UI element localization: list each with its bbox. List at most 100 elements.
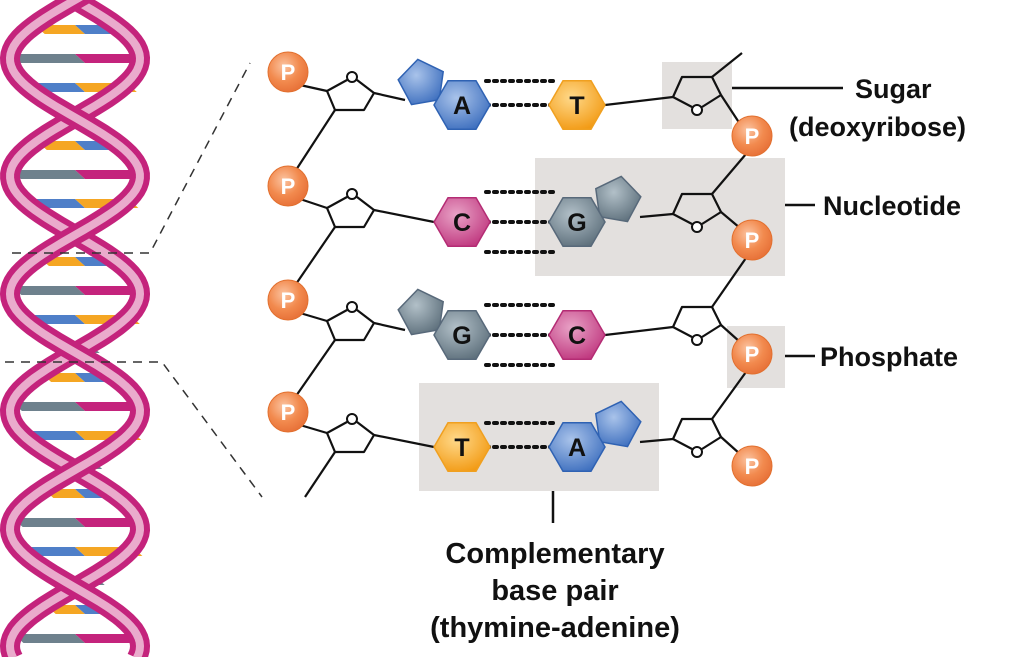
phosphate-circle — [267, 279, 309, 321]
phosphate-group: P — [267, 165, 309, 207]
phosphate-circle — [267, 165, 309, 207]
base-hexagon-ring — [433, 80, 491, 130]
base-letter: A — [453, 92, 471, 120]
glycosidic-bond — [373, 91, 406, 102]
sugar-deoxyribose-left — [299, 413, 376, 498]
phosphodiester-bond — [711, 153, 747, 195]
ring-oxygen — [346, 301, 358, 313]
base-cytosine: C — [548, 310, 606, 360]
phosphate-group: P — [731, 445, 773, 487]
purine-pentagon-ring — [594, 400, 642, 448]
ring-oxygen — [346, 71, 358, 83]
hydrogen-bonds — [484, 79, 555, 449]
ring-oxygen — [691, 334, 703, 346]
ring-oxygen — [691, 446, 703, 458]
base-hexagon-ring — [433, 197, 491, 247]
sugar-deoxyribose-right — [671, 153, 747, 233]
base-letter: T — [569, 92, 584, 120]
phosphate-group: P — [267, 51, 309, 93]
base-guanine: G — [397, 288, 491, 360]
sugar-ring — [671, 417, 723, 450]
double-helix-illustration — [0, 0, 151, 657]
purine-pentagon-ring — [594, 175, 642, 223]
phosphate-group: P — [731, 219, 773, 261]
base-hexagon-ring — [548, 422, 606, 472]
helix-base-rung — [11, 286, 85, 295]
helix-base-rung — [13, 634, 86, 643]
phosphate-letter: P — [281, 288, 296, 313]
sugar-label: Sugar — [855, 74, 932, 104]
base-thymine: T — [548, 80, 606, 130]
helix-base-rung — [11, 402, 86, 411]
glycosidic-bond — [373, 433, 435, 449]
sugar-ring — [325, 79, 376, 112]
phosphate-bond — [299, 423, 328, 435]
base-thymine: T — [433, 422, 491, 472]
base-hexagon-ring — [548, 80, 606, 130]
base-adenine: A — [397, 58, 491, 130]
phosphate-circle — [267, 51, 309, 93]
base-hexagon-ring — [433, 422, 491, 472]
base-guanine: G — [548, 175, 642, 247]
sugar-deoxyribose-left — [295, 71, 376, 171]
phosphate-group: P — [267, 391, 309, 433]
ring-oxygen — [691, 221, 703, 233]
glycosidic-bond — [373, 208, 435, 224]
phosphate-bond — [720, 436, 741, 455]
sugar-ring — [325, 309, 376, 342]
sugar-sublabel: (deoxyribose) — [789, 112, 966, 142]
phosphate-letter: P — [745, 342, 760, 367]
phosphate-group: P — [267, 279, 309, 321]
phosphate-circle — [731, 115, 773, 157]
phosphate-letter: P — [281, 400, 296, 425]
purine-pentagon-ring — [397, 288, 445, 336]
helix-strand-2-highlight — [5, 0, 145, 657]
phosphate-circle — [731, 445, 773, 487]
phosphate-group: P — [731, 333, 773, 375]
base-pair-label-line1: Complementary — [445, 538, 664, 570]
helix-strand-1-highlight — [5, 0, 145, 657]
glycosidic-bond — [604, 95, 674, 107]
phosphodiester-bond — [295, 339, 336, 397]
phosphate-circle — [731, 333, 773, 375]
sugar-ring — [671, 75, 723, 108]
base-pair-label-line2: base pair — [491, 575, 618, 607]
phosphate-letter: P — [281, 60, 296, 85]
glycosidic-bond — [373, 321, 406, 332]
base-hexagon-ring — [548, 310, 606, 360]
base-adenine: A — [548, 400, 642, 472]
sugar-deoxyribose-right — [671, 371, 747, 458]
sugar-ring — [671, 305, 723, 338]
nucleotide-label: Nucleotide — [823, 191, 961, 221]
phosphate-bond — [299, 83, 328, 93]
purine-pentagon-ring — [397, 58, 445, 106]
sugar-deoxyribose-left — [295, 188, 376, 285]
base-cytosine: C — [433, 197, 491, 247]
ring-oxygen — [346, 413, 358, 425]
sugar-ring — [671, 192, 723, 225]
phosphodiester-bond — [711, 257, 747, 308]
phosphate-bond — [299, 311, 328, 323]
phosphate-letter: P — [281, 174, 296, 199]
callout-lines — [551, 86, 843, 523]
phosphate-bond — [720, 94, 741, 125]
base-letter: C — [453, 209, 471, 237]
sugar-deoxyribose-right — [671, 52, 743, 125]
nitrogenous-bases: A T C G G C T A — [397, 58, 642, 472]
sugar-deoxyribose-left — [295, 301, 376, 397]
glycosidic-bond — [639, 437, 674, 444]
base-hexagon-ring — [433, 310, 491, 360]
zoom-line-bottom — [5, 361, 263, 498]
phosphate-letter: P — [745, 454, 760, 479]
base-pair-label-line3: (thymine-adenine) — [430, 612, 680, 644]
helix-base-rung — [10, 170, 85, 179]
phosphate-label: Phosphate — [820, 342, 958, 372]
base-letter: G — [452, 322, 471, 350]
base-letter: G — [567, 209, 586, 237]
base-letter: T — [454, 434, 469, 462]
ring-oxygen — [691, 104, 703, 116]
phosphate-bond — [720, 324, 741, 343]
ring-oxygen — [346, 188, 358, 200]
phosphate-bond — [299, 197, 328, 210]
